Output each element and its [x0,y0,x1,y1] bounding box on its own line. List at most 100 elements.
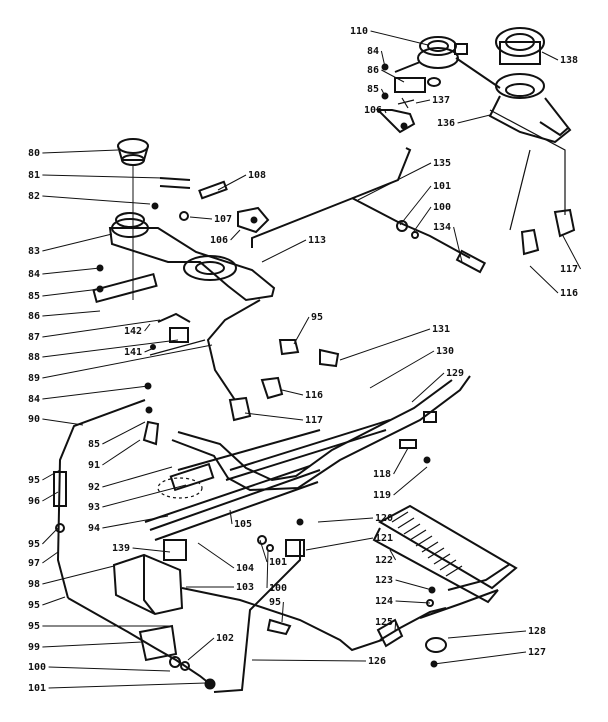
part-number-label: 106 [364,105,382,116]
leader-line [393,466,428,496]
callout-c125: 125 [375,617,397,632]
part-number-label: 105 [234,519,252,530]
leader-line [42,385,149,400]
part-number-label: 93 [88,502,100,513]
part-number-label: 139 [112,543,130,554]
part-number-label: 83 [28,246,40,257]
part-number-label: 128 [528,626,546,637]
callout-c126: 126 [251,656,386,667]
leader-line [42,319,161,338]
rear-burner-assembly [375,27,572,144]
callouts: 1108486851061381371368081821081071068384… [28,26,582,694]
leader-line [42,310,101,317]
leader-line [42,344,213,379]
part-number-label: 85 [367,84,379,95]
callout-c104: 104 [197,542,254,574]
callout-c85a: 85 [367,84,386,97]
callout-c118: 118 [373,447,409,480]
part-number-label: 117 [305,415,323,426]
part-number-label: 101 [433,181,451,192]
part-number-label: 84 [28,394,40,405]
part-number-label: 103 [236,582,254,593]
callout-c92: 92 [88,466,173,493]
leader-line [251,659,367,662]
part-number-label: 85 [88,439,100,450]
callout-c95d: 95 [28,596,66,611]
callout-c86b: 86 [28,310,101,322]
callout-c84c: 84 [28,385,149,405]
part-number-label: 100 [269,583,287,594]
part-number-label: 102 [216,633,234,644]
callout-c105: 105 [229,509,252,530]
part-number-label: 138 [560,55,578,66]
callout-c95c: 95 [28,527,59,550]
leader-line [42,551,59,564]
leader-line [259,539,268,563]
leader-line [42,565,115,585]
callout-c106b: 106 [210,229,241,246]
part-number-label: 134 [433,222,451,233]
leader-line [229,509,233,525]
callout-c122: 122 [375,549,397,566]
part-number-label: 84 [28,269,40,280]
callout-c83: 83 [28,233,113,257]
leader-line [395,579,433,591]
callout-c85c: 85 [88,421,146,450]
callout-c127: 127 [433,647,546,665]
part-number-label: 100 [433,202,451,213]
leader-line [447,630,527,639]
leader-line [187,637,215,661]
callout-c106a: 106 [364,105,387,116]
leader-line [42,641,143,648]
leader-line [561,233,582,270]
callout-c101c: 101 [259,539,287,568]
leader-line [102,439,141,466]
leader-line [102,515,169,529]
callout-c82: 82 [28,191,151,205]
leader-line [42,491,59,502]
leader-line [42,195,151,205]
leader-line [42,233,113,252]
callout-c101a: 101 [399,181,451,226]
part-number-label: 121 [375,533,393,544]
part-number-label: 95 [28,475,40,486]
callout-c101b: 101 [28,682,207,694]
part-number-label: 118 [373,469,391,480]
callout-c98: 98 [28,565,115,590]
callout-c99: 99 [28,641,143,653]
part-number-label: 108 [248,170,266,181]
part-number-label: 110 [350,26,368,37]
leader-line [132,547,171,553]
part-number-label: 106 [210,235,228,246]
leader-line [42,527,59,545]
callout-c142: 142 [124,323,151,337]
callout-c100a: 100 [411,202,451,235]
leader-line [541,51,559,61]
part-number-label: 91 [88,460,100,471]
callout-c116a: 116 [529,265,578,299]
part-number-label: 96 [28,496,40,507]
leader-line [102,466,173,488]
leader-line [102,484,187,508]
callout-c135: 135 [357,158,451,201]
part-number-label: 113 [308,235,326,246]
callout-c80: 80 [28,148,119,159]
callout-c131: 131 [339,324,450,361]
callout-c120: 120 [317,513,393,524]
part-number-label: 131 [432,324,450,335]
callout-c93: 93 [88,484,187,513]
leader-line [189,216,213,220]
gas-tubing [53,109,576,599]
part-number-label: 95 [28,621,40,632]
callout-c102: 102 [187,633,234,661]
callout-c88: 88 [28,339,179,363]
leader-line [453,226,463,263]
part-number-label: 116 [305,390,323,401]
part-number-label: 100 [28,662,46,673]
part-number-label: 80 [28,148,40,159]
callout-c86a: 86 [367,65,405,83]
callout-c85b: 85 [28,288,101,302]
part-number-label: 95 [28,600,40,611]
part-number-label: 95 [269,597,281,608]
leader-line [457,114,491,124]
